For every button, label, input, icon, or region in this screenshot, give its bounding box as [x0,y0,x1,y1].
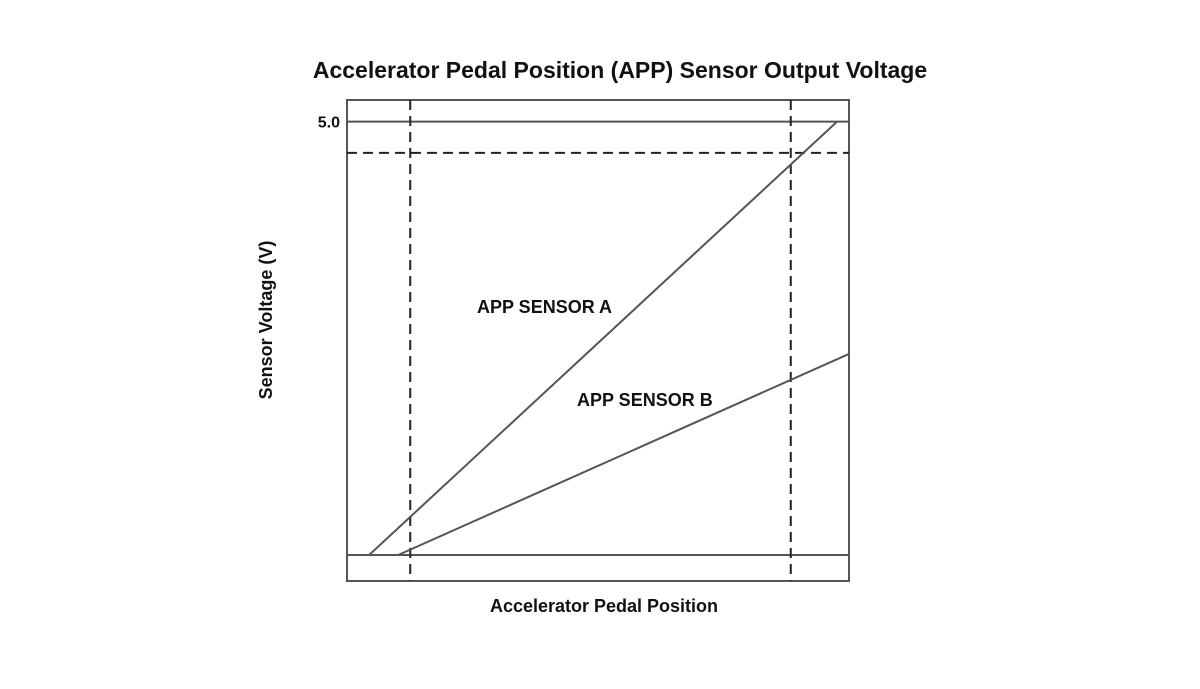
y-tick-label-0: 5.0 [318,115,340,132]
series-line-b [397,352,850,556]
series-label-b: APP SENSOR B [577,390,713,410]
x-axis-label: Accelerator Pedal Position [490,596,718,616]
chart-title: Accelerator Pedal Position (APP) Sensor … [313,57,927,83]
plot-frame [346,99,850,582]
plot-labels: APP SENSOR A APP SENSOR B 5.0 [318,115,713,410]
y-axis-label: Sensor Voltage (V) [256,241,276,400]
series-label-a: APP SENSOR A [477,297,612,317]
plot-marks [347,100,850,581]
series-line-a [368,120,838,556]
